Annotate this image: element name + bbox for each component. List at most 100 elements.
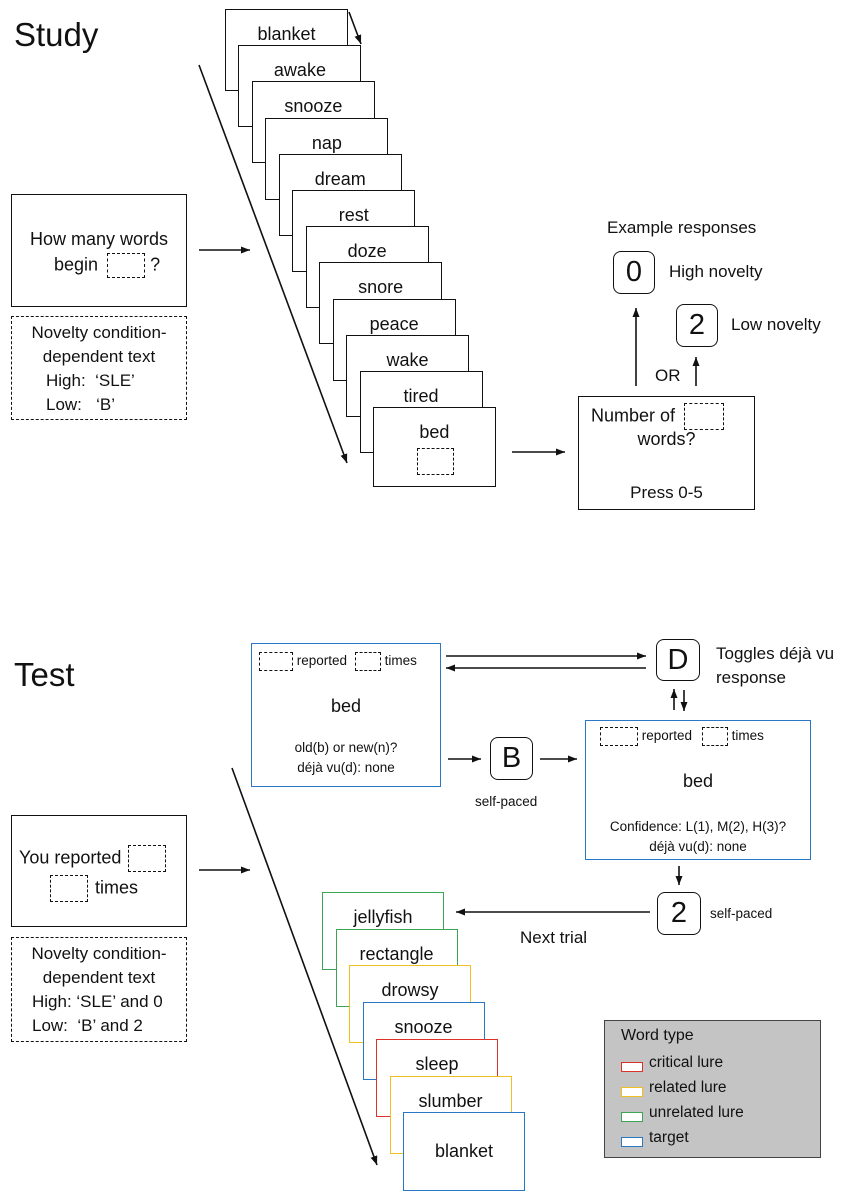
test-word: sleep: [415, 1053, 459, 1074]
test-title: Test: [14, 656, 75, 693]
response-key-2: 2: [676, 304, 718, 347]
test-novelty-note: Novelty condition- dependent text High: …: [11, 937, 187, 1042]
note-line2: dependent text: [42, 347, 156, 366]
placeholder-box: [107, 253, 146, 278]
probe-word: bed: [682, 771, 714, 791]
placeholder-box: [128, 845, 167, 872]
probe-word: bed: [330, 696, 362, 716]
example-responses-title: Example responses: [607, 218, 757, 237]
self-paced-label: self-paced: [475, 794, 538, 809]
legend-label: target: [649, 1129, 689, 1146]
key-d-description: Toggles déjà vu response: [716, 642, 834, 690]
note-line1: Novelty condition-: [31, 323, 167, 342]
placeholder-box: [600, 727, 638, 746]
legend-label: critical lure: [649, 1054, 724, 1071]
placeholder-box: [701, 727, 728, 746]
probe-dejavu: déjà vu(d): none: [649, 839, 747, 854]
response-key-0: 0: [613, 251, 655, 294]
note-line3: High: ‘SLE’: [46, 371, 135, 390]
test-word: blanket: [434, 1141, 494, 1162]
note-line1: Novelty condition-: [31, 944, 167, 963]
note-line2: dependent text: [42, 968, 156, 987]
legend-swatch: [621, 1087, 643, 1097]
test-probe-confidence: reported times bed Confidence: L(1), M(2…: [585, 720, 811, 860]
timing-arrow: [348, 11, 362, 45]
study-word: bed: [419, 422, 450, 443]
study-word: rest: [338, 205, 369, 225]
probe-reported-line: reported times: [259, 652, 417, 671]
count-prompt-line1: Number of: [591, 403, 725, 430]
key-d-line1: Toggles déjà vu: [716, 644, 835, 663]
study-instruction-line1: How many words: [29, 229, 169, 249]
placeholder-box: [354, 652, 381, 671]
study-word: peace: [369, 313, 419, 334]
probe-question: old(b) or new(n)?: [294, 740, 398, 755]
probe-reported-line: reported times: [600, 727, 764, 746]
placeholder-box: [416, 448, 454, 476]
test-word: jellyfish: [353, 907, 413, 927]
test-instruction-times: times: [95, 877, 139, 898]
or-label: OR: [655, 366, 681, 385]
placeholder-box: [259, 652, 293, 671]
study-word: doze: [347, 241, 387, 262]
study-word: nap: [311, 132, 342, 153]
test-word: slumber: [418, 1090, 483, 1111]
response-label-high: High novelty: [669, 262, 763, 281]
probe-times-label: times: [384, 653, 417, 669]
count-prompt-line2: words?: [637, 429, 696, 449]
count-prompt-line3: Press 0-5: [630, 483, 703, 502]
study-word-card: bed: [372, 407, 496, 488]
key-d-line2: response: [716, 668, 786, 687]
study-word: tired: [403, 386, 439, 406]
word-type-legend: Word type critical lure related lure unrel…: [604, 1020, 821, 1158]
test-probe-old-new: reported times bed old(b) or new(n)? déj…: [251, 643, 441, 787]
test-word: rectangle: [359, 943, 434, 964]
next-trial-label: Next trial: [520, 928, 588, 947]
key-b: B: [490, 737, 533, 780]
test-word: drowsy: [381, 980, 439, 1001]
test-sequence-arrow: [231, 767, 378, 1166]
probe-times-label: times: [731, 728, 764, 744]
note-line4: Low: ‘B’: [46, 395, 115, 414]
placeholder-box: [684, 403, 725, 430]
study-novelty-note: Novelty condition- dependent text High: …: [11, 316, 187, 420]
legend-label: related lure: [649, 1079, 727, 1096]
legend-swatch: [621, 1137, 643, 1147]
study-word: snooze: [284, 96, 343, 117]
study-word: snore: [358, 277, 404, 298]
probe-dejavu: déjà vu(d): none: [297, 760, 395, 775]
legend-swatch: [621, 1112, 643, 1122]
study-sequence-arrow: [198, 64, 348, 464]
study-instruction-line2: begin ?: [54, 253, 160, 278]
self-paced-label-2: self-paced: [710, 906, 773, 921]
legend-label: unrelated lure: [649, 1104, 744, 1121]
probe-reported-label: reported: [641, 728, 693, 744]
study-word: dream: [314, 168, 366, 189]
study-word: blanket: [257, 24, 316, 44]
test-instruction-reported: You reported: [19, 847, 122, 868]
placeholder-box: [50, 875, 88, 902]
note-line4: Low: ‘B’ and 2: [32, 1016, 143, 1035]
question-mark: ?: [150, 254, 161, 275]
study-instruction-box: How many words begin ?: [11, 194, 187, 307]
test-word-card: blanket: [403, 1112, 525, 1192]
test-word: snooze: [394, 1017, 453, 1038]
probe-question: Confidence: L(1), M(2), H(3)?: [609, 819, 787, 834]
study-word: awake: [273, 60, 326, 81]
legend-swatch: [621, 1062, 643, 1072]
test-instruction-box: You reported times: [11, 815, 187, 927]
key-d: D: [656, 639, 700, 681]
study-title: Study: [14, 16, 99, 53]
response-label-low: Low novelty: [731, 315, 821, 334]
count-prompt-label: Number of: [591, 405, 676, 426]
note-line3: High: ‘SLE’ and 0: [32, 992, 163, 1011]
study-instruction-begin: begin: [54, 254, 99, 275]
study-word: wake: [386, 349, 429, 370]
test-instruction-line1: You reported: [19, 845, 167, 872]
legend-title: Word type: [621, 1027, 694, 1044]
probe-reported-label: reported: [296, 653, 348, 669]
key-2: 2: [657, 892, 701, 935]
count-prompt-box: Number of words? Press 0-5: [578, 396, 755, 510]
test-instruction-line2: times: [50, 875, 138, 902]
